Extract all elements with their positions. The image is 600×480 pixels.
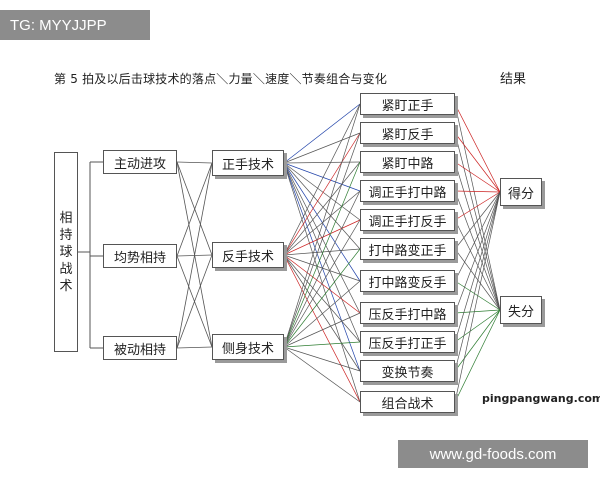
connector-line [283, 341, 361, 348]
connector-line [454, 309, 501, 372]
technique-box-sidestep: 侧身技术 [212, 334, 284, 360]
connector-line [176, 254, 213, 349]
connector-line [454, 248, 501, 311]
placement-box: 调正手打反手 [360, 209, 455, 231]
connector-line [283, 162, 361, 192]
connector-line [283, 161, 361, 256]
connector-line [454, 191, 501, 250]
connector-line [454, 103, 501, 193]
connector-line [283, 219, 361, 348]
placement-box: 调正手打中路 [360, 180, 455, 202]
root-char: 术 [59, 278, 73, 294]
connector-line [454, 132, 501, 193]
technique-box-forehand: 正手技术 [212, 150, 284, 176]
connector-line [283, 103, 361, 256]
connector-line [454, 190, 501, 311]
connector-line [283, 103, 361, 348]
connector-line [454, 191, 501, 343]
connector-line [283, 162, 361, 343]
connector-line [283, 162, 361, 314]
connector-line [283, 162, 361, 250]
connector-line [454, 309, 501, 403]
connector-line [454, 103, 501, 311]
connector-line [283, 312, 361, 348]
connector-line [283, 162, 361, 282]
diagram-heading: 第 5 拍及以后击球技术的落点＼力量＼速度＼节奏组合与变化 [54, 72, 388, 86]
connector-line [454, 161, 501, 193]
connector-line [283, 162, 361, 403]
connector-line [283, 161, 361, 164]
technique-box-backhand: 反手技术 [212, 242, 284, 268]
connector-line [283, 219, 361, 256]
placement-box: 压反手打正手 [360, 331, 455, 353]
situation-box-attack: 主动进攻 [103, 150, 177, 174]
root-char: 持 [59, 227, 73, 243]
connector-line [176, 162, 213, 349]
placement-box: 变换节奏 [360, 360, 455, 382]
connector-line [454, 191, 501, 221]
placement-box: 紧盯正手 [360, 93, 455, 115]
connector-line [454, 191, 501, 372]
connector-line [283, 346, 361, 403]
connector-line [176, 346, 213, 349]
connector-line [283, 103, 361, 164]
connector-line [454, 190, 501, 193]
connector-line [454, 191, 501, 282]
connector-line [283, 162, 361, 221]
top-watermark-badge: TG: MYYJJPP [0, 10, 150, 40]
connector-line [176, 161, 213, 164]
site-watermark: pingpangwang.com [482, 392, 600, 405]
placement-box: 组合战术 [360, 391, 455, 413]
connector-line [283, 132, 361, 348]
situation-box-balanced: 均势相持 [103, 244, 177, 268]
connector-line [283, 254, 361, 372]
connector-line [283, 132, 361, 164]
connector-line [283, 254, 361, 282]
connector-line [454, 219, 501, 311]
connector-line [176, 162, 213, 257]
connector-line [283, 190, 361, 348]
root-char: 相 [59, 210, 73, 226]
placement-box: 打中路变正手 [360, 238, 455, 260]
connector-line [283, 248, 361, 256]
connector-line [283, 280, 361, 348]
placement-box: 打中路变反手 [360, 270, 455, 292]
connector-line [454, 191, 501, 403]
placement-box: 压反手打中路 [360, 302, 455, 324]
connector-line [283, 161, 361, 348]
placement-box: 紧盯中路 [360, 151, 455, 173]
connector-line [283, 254, 361, 403]
connector-line [283, 162, 361, 372]
outcome-box-score: 得分 [500, 178, 542, 206]
bottom-watermark-badge: www.gd-foods.com [398, 440, 588, 468]
root-char: 球 [59, 244, 73, 260]
connector-line [283, 132, 361, 256]
connector-line [454, 309, 501, 314]
placement-box: 紧盯反手 [360, 122, 455, 144]
connector-line [283, 346, 361, 372]
root-strategy-box: 相 持 球 战 术 [54, 152, 78, 352]
connector-line [454, 309, 501, 343]
root-char: 战 [59, 261, 73, 277]
connector-line [454, 191, 501, 314]
connector-line [283, 190, 361, 256]
situation-box-passive: 被动相持 [103, 336, 177, 360]
connector-line [283, 248, 361, 348]
result-column-label: 结果 [500, 72, 527, 87]
outcome-box-lose: 失分 [500, 296, 542, 324]
connector-line [454, 132, 501, 311]
